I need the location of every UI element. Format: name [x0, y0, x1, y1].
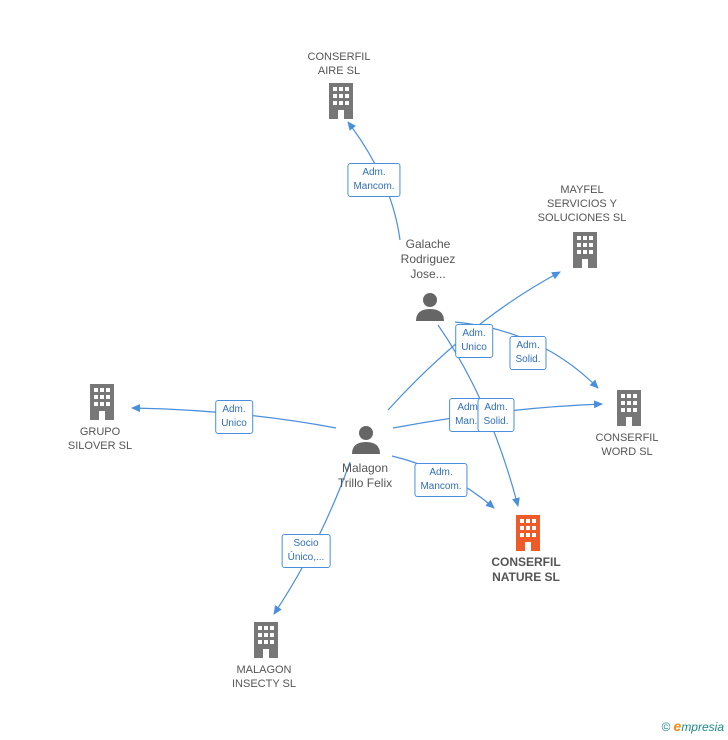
node-label-conserfil-nature[interactable]: CONSERFIL NATURE SL: [491, 555, 561, 584]
brand-watermark: © empresia: [661, 718, 724, 734]
building-icon: [90, 384, 114, 420]
building-icon: [516, 515, 540, 551]
node-label-galache[interactable]: Galache Rodriguez Jose...: [400, 237, 456, 281]
node-label-malagon-felix[interactable]: Malagon Trillo Felix: [337, 461, 393, 490]
edge-label: Adm. Solid.: [477, 398, 515, 432]
person-icon: [416, 293, 444, 321]
building-icon: [329, 83, 353, 119]
building-icon: [573, 232, 597, 268]
node-label-grupo-silover[interactable]: GRUPO SILOVER SL: [67, 426, 133, 452]
node-label-conserfil-aire[interactable]: CONSERFIL AIRE SL: [307, 51, 371, 77]
building-icon: [254, 622, 278, 658]
brand-logo-text: mpresia: [681, 720, 724, 734]
node-label-malagon-insecty[interactable]: MALAGON INSECTY SL: [232, 664, 296, 690]
copyright-icon: ©: [661, 720, 671, 734]
edge-label: Adm. Solid.: [509, 336, 547, 370]
edge-label: Adm. Unico: [455, 324, 493, 358]
edge-label: Adm. Mancom.: [414, 463, 468, 497]
edge-label: Adm. Unico: [215, 400, 253, 434]
person-icon: [352, 426, 380, 454]
node-label-conserfil-word[interactable]: CONSERFIL WORD SL: [595, 432, 659, 458]
edge-label: Socio Único,...: [281, 534, 331, 568]
node-label-mayfel[interactable]: MAYFEL SERVICIOS Y SOLUCIONES SL: [537, 184, 627, 224]
building-icon: [617, 390, 641, 426]
edge-label: Adm. Mancom.: [347, 163, 401, 197]
brand-logo-e: e: [673, 718, 682, 734]
